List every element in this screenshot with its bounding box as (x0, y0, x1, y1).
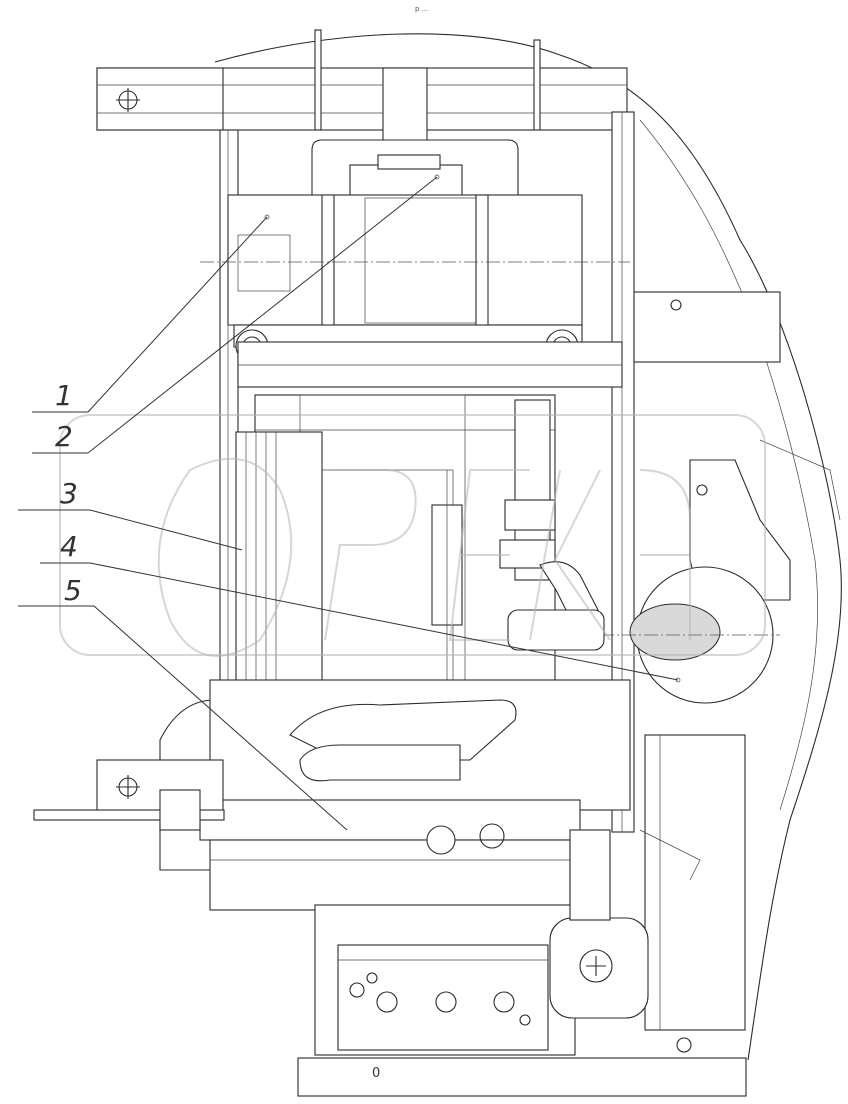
bottom-base (297, 1057, 747, 1097)
callout-4: 4 (60, 530, 78, 563)
upper-tank (200, 174, 630, 336)
fender-inner-contour (639, 119, 818, 811)
callout-leaders (18, 176, 679, 831)
header-mark: р ... (415, 5, 428, 13)
top-block-cap (377, 154, 441, 170)
bottom-label: 0 (372, 1066, 380, 1081)
bolt-symbol-top (116, 88, 140, 112)
bottom-housing (549, 829, 649, 1019)
right-block (639, 734, 746, 1053)
pump-elbows (507, 561, 605, 651)
callout-1: 1 (55, 379, 73, 412)
right-bracket (633, 291, 841, 601)
watermark (59, 414, 766, 657)
callout-2: 2 (55, 420, 73, 453)
mid-cross-strip (237, 341, 623, 388)
top-frame (96, 29, 628, 159)
lower-plate (314, 904, 576, 1056)
fender-contour (214, 33, 842, 1061)
lower-assembly (159, 679, 631, 911)
callout-3: 3 (60, 477, 78, 510)
lower-left-frame (33, 759, 225, 831)
callout-5: 5 (64, 574, 82, 607)
